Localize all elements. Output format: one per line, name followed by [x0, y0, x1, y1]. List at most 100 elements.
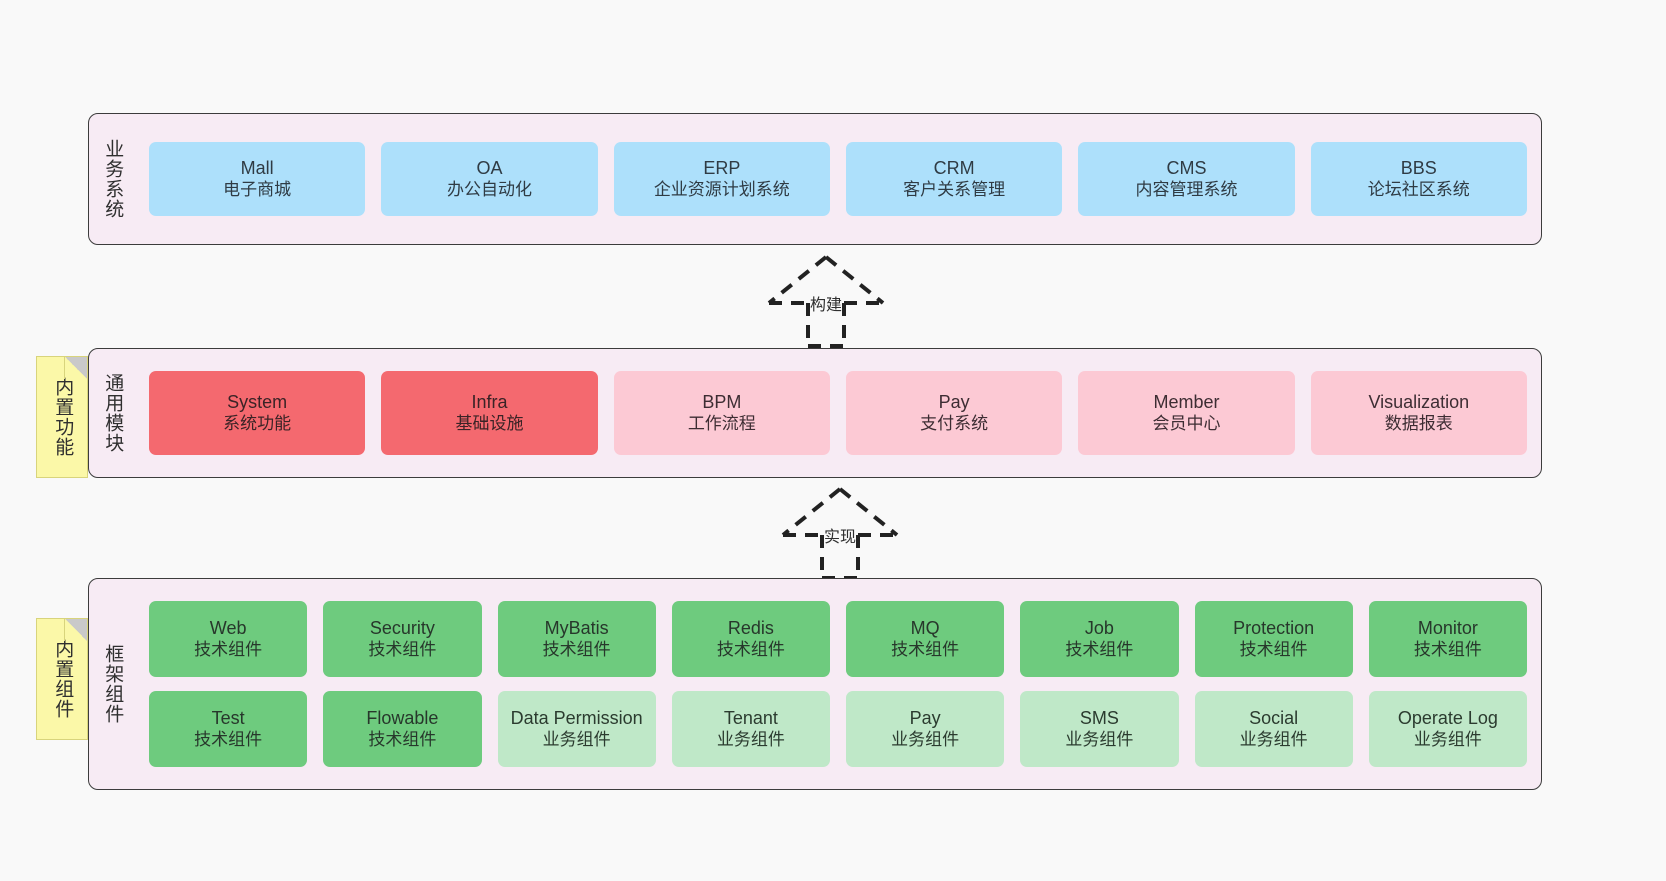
card-title: Flowable [366, 707, 439, 728]
framework-card-mq[interactable]: MQ 技术组件 [846, 601, 1005, 677]
card-title: OA [476, 157, 503, 178]
module-card-bpm[interactable]: BPM 工作流程 [613, 371, 830, 455]
framework-card-tenant[interactable]: Tenant 业务组件 [671, 691, 830, 767]
card-title: Web [209, 617, 247, 638]
card-subtitle: 办公自动化 [446, 179, 532, 199]
card-subtitle: 系统功能 [223, 413, 292, 433]
module-card-pay[interactable]: Pay 支付系统 [845, 371, 1063, 455]
business-systems-row: Mall 电子商城 OA 办公自动化 ERP 企业资源计划系统 CRM 客户关系… [149, 142, 1527, 216]
framework-row-business: Test 技术组件 Flowable 技术组件 Data Permission … [149, 691, 1527, 767]
layer-framework-components: 框架组件 Web 技术组件 Security 技术组件 MyBatis 技术组件… [88, 578, 1542, 790]
framework-card-redis[interactable]: Redis 技术组件 [671, 601, 830, 677]
card-title: Visualization [1368, 391, 1470, 412]
business-card-bbs[interactable]: BBS 论坛社区系统 [1310, 142, 1527, 216]
card-title: ERP [703, 157, 741, 178]
card-subtitle: 电子商城 [223, 179, 292, 199]
sticky-note-builtin-features: 内置功能 [36, 356, 88, 478]
card-subtitle: 业务组件 [542, 729, 611, 749]
card-title: MQ [910, 617, 940, 638]
sticky-note-builtin-features-label: 内置功能 [52, 377, 74, 457]
framework-card-mybatis[interactable]: MyBatis 技术组件 [497, 601, 656, 677]
framework-card-test[interactable]: Test 技术组件 [149, 691, 308, 767]
layer-framework-components-caption: 框架组件 [102, 644, 124, 724]
business-card-oa[interactable]: OA 办公自动化 [381, 142, 598, 216]
card-title: Monitor [1417, 617, 1478, 638]
layer-business-systems: 业务系统 Mall 电子商城 OA 办公自动化 ERP 企业资源计划系统 CRM [88, 113, 1542, 245]
card-title: Infra [471, 391, 508, 412]
card-subtitle: 业务组件 [1413, 729, 1482, 749]
framework-card-social[interactable]: Social 业务组件 [1194, 691, 1353, 767]
card-subtitle: 业务组件 [1065, 729, 1134, 749]
layer-general-modules-body: System 系统功能 Infra 基础设施 BPM 工作流程 Pay 支付系统… [135, 349, 1541, 477]
connector-implement-arrow: 实现 [765, 485, 915, 581]
layer-business-systems-caption: 业务系统 [102, 139, 124, 219]
card-subtitle: 支付系统 [920, 413, 989, 433]
connector-build-arrow-glyph [767, 255, 885, 348]
card-subtitle: 论坛社区系统 [1367, 179, 1470, 199]
general-modules-row: System 系统功能 Infra 基础设施 BPM 工作流程 Pay 支付系统… [149, 371, 1527, 455]
framework-card-protection[interactable]: Protection 技术组件 [1194, 601, 1353, 677]
card-title: BBS [1400, 157, 1437, 178]
card-title: Pay [909, 707, 941, 728]
note-fold-corner [64, 357, 87, 379]
card-title: Pay [938, 391, 970, 412]
framework-card-pay[interactable]: Pay 业务组件 [846, 691, 1005, 767]
card-subtitle: 技术组件 [194, 639, 263, 659]
card-title: SMS [1079, 707, 1119, 728]
connector-build-label: 构建 [809, 297, 843, 314]
card-title: Member [1153, 391, 1220, 412]
card-subtitle: 技术组件 [716, 639, 785, 659]
card-title: Protection [1233, 617, 1315, 638]
module-card-infra[interactable]: Infra 基础设施 [381, 371, 598, 455]
card-subtitle: 基础设施 [455, 413, 524, 433]
card-subtitle: 工作流程 [687, 413, 756, 433]
card-title: CRM [933, 157, 975, 178]
card-subtitle: 技术组件 [1065, 639, 1134, 659]
card-title: Test [211, 707, 245, 728]
framework-card-security[interactable]: Security 技术组件 [323, 601, 482, 677]
framework-card-job[interactable]: Job 技术组件 [1020, 601, 1179, 677]
card-subtitle: 技术组件 [368, 729, 437, 749]
card-subtitle: 技术组件 [891, 639, 960, 659]
business-card-erp[interactable]: ERP 企业资源计划系统 [613, 142, 830, 216]
card-subtitle: 业务组件 [891, 729, 960, 749]
framework-card-sms[interactable]: SMS 业务组件 [1020, 691, 1179, 767]
card-subtitle: 技术组件 [542, 639, 611, 659]
card-subtitle: 业务组件 [716, 729, 785, 749]
card-title: MyBatis [544, 617, 609, 638]
module-card-visualization[interactable]: Visualization 数据报表 [1310, 371, 1527, 455]
module-card-member[interactable]: Member 会员中心 [1078, 371, 1295, 455]
card-subtitle: 业务组件 [1239, 729, 1308, 749]
business-card-crm[interactable]: CRM 客户关系管理 [845, 142, 1063, 216]
module-card-system[interactable]: System 系统功能 [149, 371, 366, 455]
sticky-note-builtin-components-label: 内置组件 [52, 639, 74, 719]
card-subtitle: 技术组件 [1413, 639, 1482, 659]
framework-row-technical: Web 技术组件 Security 技术组件 MyBatis 技术组件 Redi… [149, 601, 1527, 677]
card-title: Security [369, 617, 435, 638]
card-subtitle: 企业资源计划系统 [653, 179, 790, 199]
card-title: System [227, 391, 288, 412]
business-card-cms[interactable]: CMS 内容管理系统 [1078, 142, 1295, 216]
layer-framework-components-body: Web 技术组件 Security 技术组件 MyBatis 技术组件 Redi… [135, 579, 1541, 789]
card-subtitle: 数据报表 [1384, 413, 1453, 433]
framework-card-flowable[interactable]: Flowable 技术组件 [323, 691, 482, 767]
card-title: Mall [240, 157, 274, 178]
framework-card-data-permission[interactable]: Data Permission 业务组件 [497, 691, 656, 767]
card-subtitle: 会员中心 [1152, 413, 1221, 433]
card-title: CMS [1166, 157, 1207, 178]
business-card-mall[interactable]: Mall 电子商城 [149, 142, 366, 216]
framework-card-monitor[interactable]: Monitor 技术组件 [1368, 601, 1527, 677]
card-title: Tenant [723, 707, 778, 728]
framework-card-web[interactable]: Web 技术组件 [149, 601, 308, 677]
card-subtitle: 技术组件 [368, 639, 437, 659]
framework-card-operate-log[interactable]: Operate Log 业务组件 [1368, 691, 1527, 767]
card-title: Job [1084, 617, 1114, 638]
layer-general-modules-caption: 通用模块 [102, 373, 124, 453]
card-subtitle: 客户关系管理 [903, 179, 1006, 199]
card-title: Redis [727, 617, 774, 638]
layer-business-systems-body: Mall 电子商城 OA 办公自动化 ERP 企业资源计划系统 CRM 客户关系… [135, 114, 1541, 244]
card-title: BPM [702, 391, 742, 412]
connector-implement-label: 实现 [823, 529, 857, 546]
card-subtitle: 技术组件 [194, 729, 263, 749]
